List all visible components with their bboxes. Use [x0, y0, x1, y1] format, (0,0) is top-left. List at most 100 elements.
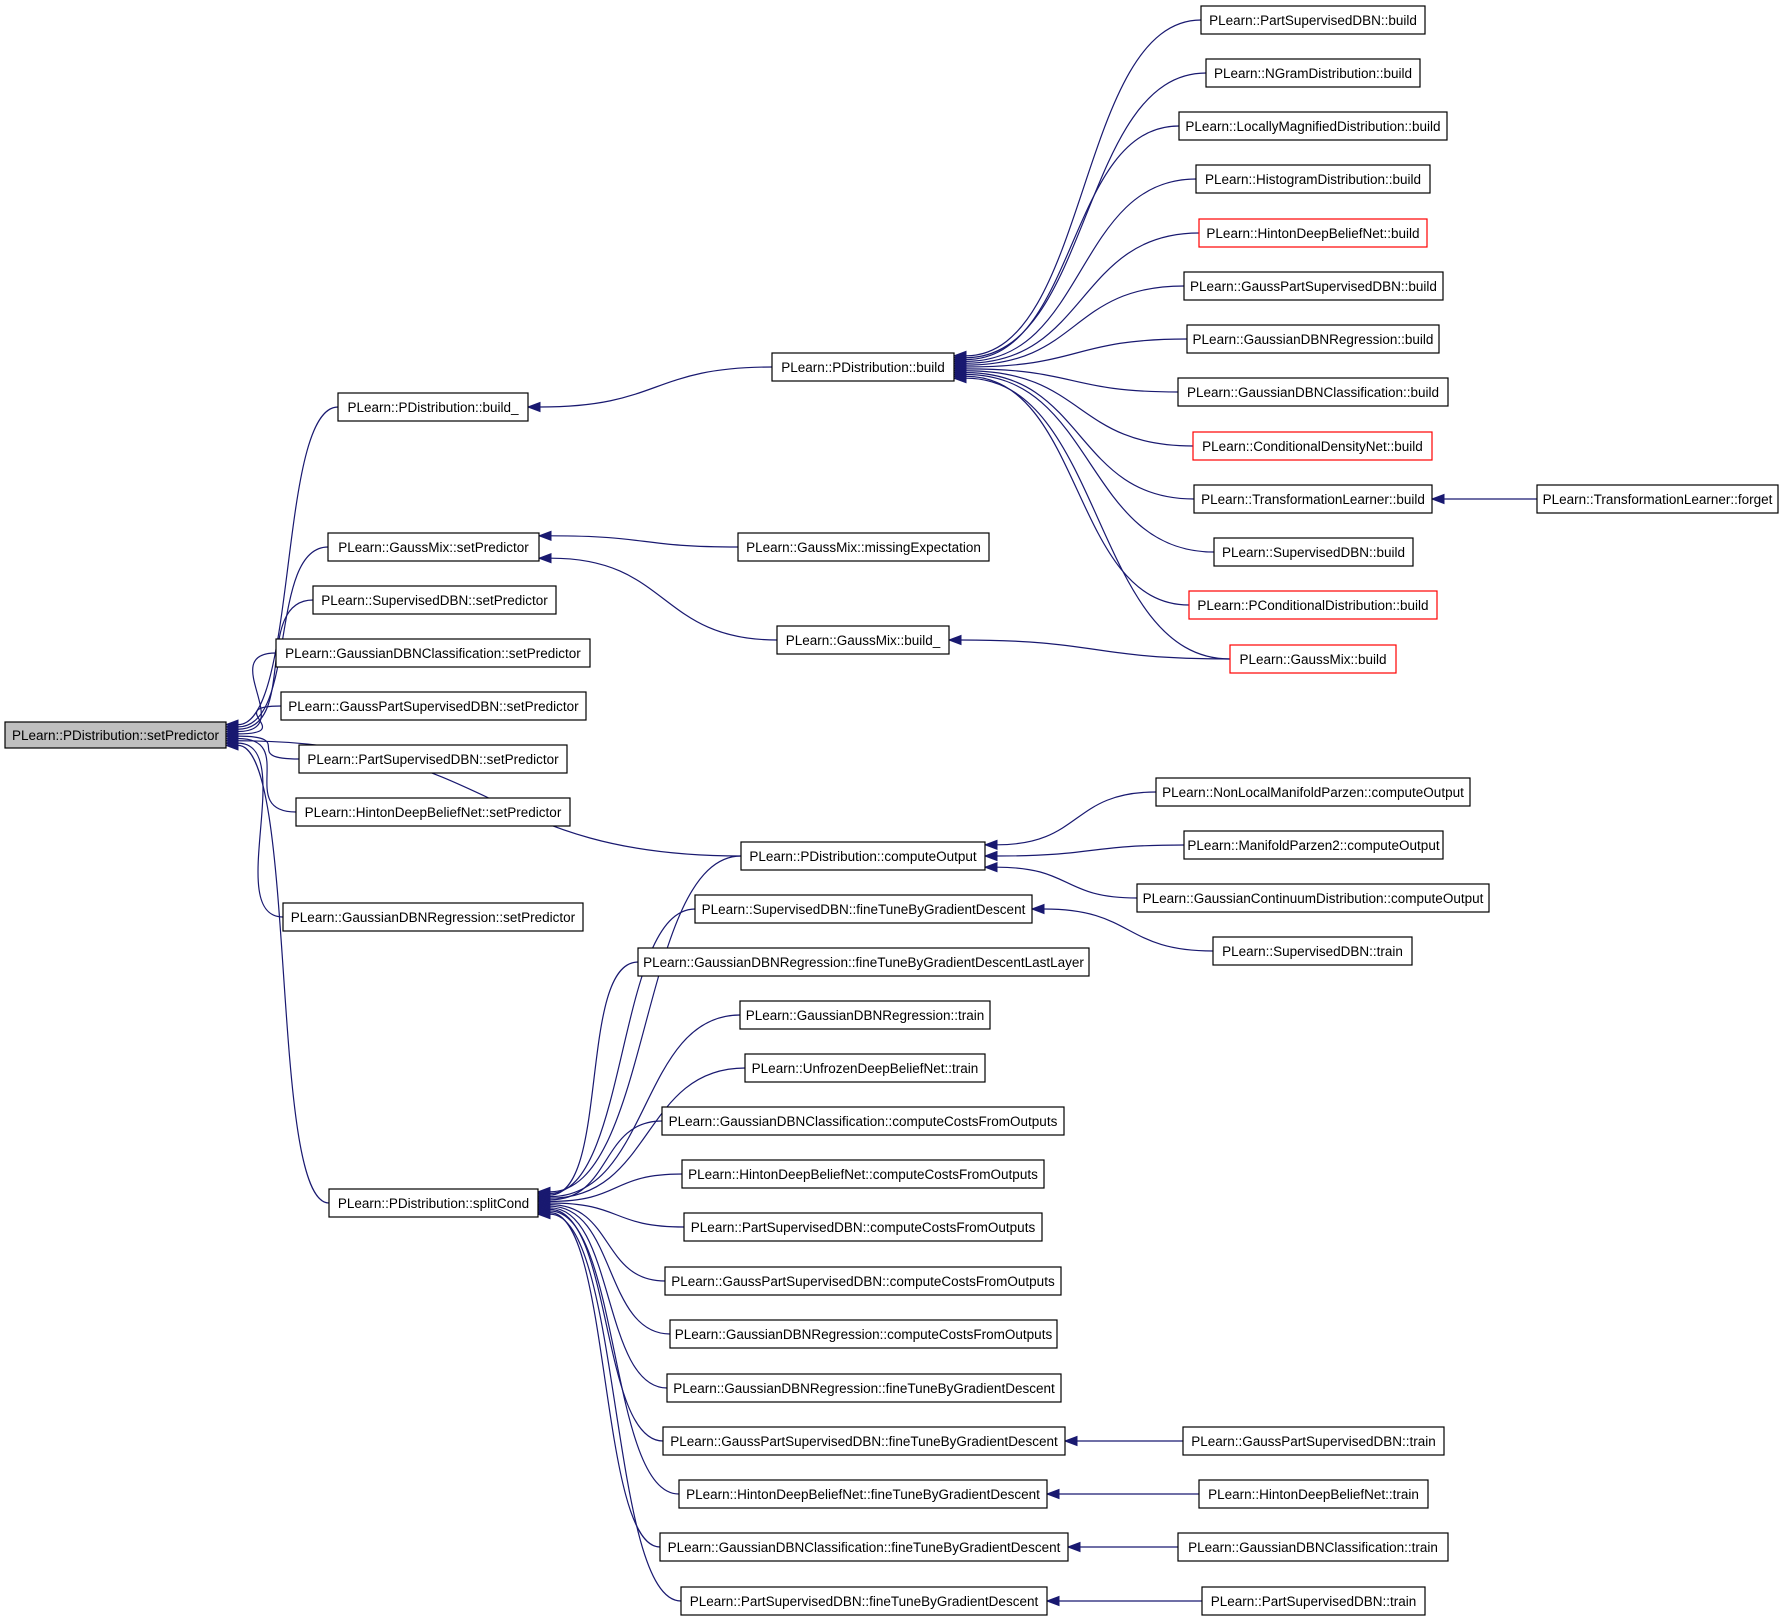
node-gdbnr-ftbgd[interactable]: PLearn::GaussianDBNRegression::fineTuneB… [666, 1373, 1062, 1403]
node-box [661, 1106, 1065, 1136]
edge-gdbnr-build-to-pd-build [965, 338, 1188, 368]
node-label: PLearn::GaussMix::setPredictor [338, 540, 529, 555]
node-lmd-build[interactable]: PLearn::LocallyMagnifiedDistribution::bu… [1178, 111, 1448, 141]
node-gm-setPred[interactable]: PLearn::GaussMix::setPredictor [327, 532, 540, 562]
node-tl-forget[interactable]: PLearn::TransformationLearner::forget [1536, 484, 1779, 514]
node-gdbnc-build[interactable]: PLearn::GaussianDBNClassification::build [1177, 377, 1449, 407]
node-gpsdbn-ccfo[interactable]: PLearn::GaussPartSupervisedDBN::computeC… [664, 1266, 1062, 1296]
edge-ngram-build-to-pd-build [965, 72, 1207, 359]
node-label: PLearn::GaussianDBNRegression::fineTuneB… [643, 955, 1084, 970]
node-gm-missExp[interactable]: PLearn::GaussMix::missingExpectation [737, 532, 990, 562]
node-box [1178, 111, 1448, 141]
node-box [1201, 1586, 1426, 1616]
node-label: PLearn::GaussMix::missingExpectation [746, 540, 981, 555]
node-udbn-train[interactable]: PLearn::UnfrozenDeepBeliefNet::train [744, 1053, 986, 1083]
node-label: PLearn::PartSupervisedDBN::computeCostsF… [691, 1220, 1036, 1235]
node-box [681, 1159, 1045, 1189]
edge-sdbn-train-to-sdbn-ftbgd [1043, 908, 1214, 952]
node-label: PLearn::GaussPartSupervisedDBN::train [1191, 1434, 1436, 1449]
node-box [1183, 271, 1444, 301]
node-sdbn-train[interactable]: PLearn::SupervisedDBN::train [1212, 936, 1413, 966]
node-psdbn-setPred[interactable]: PLearn::PartSupervisedDBN::setPredictor [298, 744, 568, 774]
node-gdbnr-ccfo[interactable]: PLearn::GaussianDBNRegression::computeCo… [669, 1319, 1058, 1349]
arrowhead-psdbn-train-to-psdbn-ftbgd [1045, 1595, 1060, 1607]
node-pd-splitCond[interactable]: PLearn::PDistribution::splitCond [328, 1188, 539, 1218]
node-box [1200, 5, 1426, 35]
edge-hist-build-to-pd-build [965, 178, 1197, 362]
node-hdbn-train[interactable]: PLearn::HintonDeepBeliefNet::train [1198, 1479, 1429, 1509]
node-nlmp-compOut[interactable]: PLearn::NonLocalManifoldParzen::computeO… [1155, 777, 1471, 807]
node-box [664, 1266, 1062, 1296]
node-pcd-build[interactable]: PLearn::PConditionalDistribution::build [1188, 590, 1438, 620]
node-box [1212, 936, 1413, 966]
node-gpsdbn-setPred[interactable]: PLearn::GaussPartSupervisedDBN::setPredi… [280, 691, 587, 721]
node-gcd-compOut[interactable]: PLearn::GaussianContinuumDistribution::c… [1136, 883, 1490, 913]
node-sdbn-ftbgd[interactable]: PLearn::SupervisedDBN::fineTuneByGradien… [694, 894, 1033, 924]
node-gdbnc-ccfo[interactable]: PLearn::GaussianDBNClassification::compu… [661, 1106, 1065, 1136]
node-label: PLearn::PDistribution::computeOutput [749, 849, 977, 864]
node-box [295, 797, 571, 827]
node-box [312, 585, 557, 615]
node-label: PLearn::SupervisedDBN::fineTuneByGradien… [702, 902, 1026, 917]
node-label: PLearn::GaussMix::build [1239, 652, 1386, 667]
node-gdbnc-ftbgd[interactable]: PLearn::GaussianDBNClassification::fineT… [659, 1532, 1069, 1562]
node-box [280, 691, 587, 721]
node-gdbnr-setPred[interactable]: PLearn::GaussianDBNRegression::setPredic… [282, 902, 584, 932]
node-label: PLearn::PDistribution::build [781, 360, 945, 375]
edge-pd-build--to-root [237, 406, 339, 726]
node-gm-build[interactable]: PLearn::GaussMix::build [1229, 644, 1397, 674]
node-box [1136, 883, 1490, 913]
edge-gdbnc-ftbgd-to-pd-splitCond [549, 1212, 661, 1548]
node-pd-compOut[interactable]: PLearn::PDistribution::computeOutput [740, 841, 986, 871]
node-box [1193, 484, 1433, 514]
node-gdbnc-train[interactable]: PLearn::GaussianDBNClassification::train [1177, 1532, 1449, 1562]
node-gdbnc-setPred[interactable]: PLearn::GaussianDBNClassification::setPr… [275, 638, 591, 668]
node-label: PLearn::GaussianDBNClassification::build [1187, 385, 1439, 400]
node-hist-build[interactable]: PLearn::HistogramDistribution::build [1195, 164, 1431, 194]
edge-psdbn-setPred-to-root [237, 735, 300, 760]
edge-gdbnc-ccfo-to-pd-splitCond [549, 1120, 663, 1201]
node-gm-build-[interactable]: PLearn::GaussMix::build_ [776, 625, 950, 655]
edge-gm-build--to-gm-setPred [550, 557, 778, 641]
node-mp2-compOut[interactable]: PLearn::ManifoldParzen2::computeOutput [1183, 830, 1444, 860]
arrowhead-nlmp-compOut-to-pd-compOut [983, 839, 998, 851]
node-sdbn-setPred[interactable]: PLearn::SupervisedDBN::setPredictor [312, 585, 557, 615]
node-root[interactable]: PLearn::PDistribution::setPredictor [4, 721, 227, 749]
node-pd-build[interactable]: PLearn::PDistribution::build [771, 352, 955, 382]
node-psdbn-train[interactable]: PLearn::PartSupervisedDBN::train [1201, 1586, 1426, 1616]
node-hdbn-ccfo[interactable]: PLearn::HintonDeepBeliefNet::computeCost… [681, 1159, 1045, 1189]
node-hdbn-ftbgd[interactable]: PLearn::HintonDeepBeliefNet::fineTuneByG… [678, 1479, 1048, 1509]
node-box [327, 532, 540, 562]
node-label: PLearn::HintonDeepBeliefNet::setPredicto… [305, 805, 562, 820]
node-psdbn-ftbgd[interactable]: PLearn::PartSupervisedDBN::fineTuneByGra… [680, 1586, 1048, 1616]
edge-mp2-compOut-to-pd-compOut [996, 844, 1185, 857]
node-label: PLearn::PartSupervisedDBN::setPredictor [307, 752, 559, 767]
node-box [1229, 644, 1397, 674]
node-label: PLearn::NonLocalManifoldParzen::computeO… [1162, 785, 1464, 800]
node-gdbnr-train[interactable]: PLearn::GaussianDBNRegression::train [739, 1000, 991, 1030]
node-box [666, 1373, 1062, 1403]
node-psdbn-build[interactable]: PLearn::PartSupervisedDBN::build [1200, 5, 1426, 35]
node-gpsdbn-train[interactable]: PLearn::GaussPartSupervisedDBN::train [1182, 1426, 1445, 1456]
node-hdbn-setPred[interactable]: PLearn::HintonDeepBeliefNet::setPredicto… [295, 797, 571, 827]
arrowhead-sdbn-train-to-sdbn-ftbgd [1030, 903, 1045, 915]
node-cdn-build[interactable]: PLearn::ConditionalDensityNet::build [1192, 431, 1433, 461]
node-gdbnr-ftbgdll[interactable]: PLearn::GaussianDBNRegression::fineTuneB… [637, 947, 1090, 977]
arrowhead-gm-missExp-to-gm-setPred [537, 530, 552, 542]
node-gdbnr-build[interactable]: PLearn::GaussianDBNRegression::build [1186, 324, 1440, 354]
node-ngram-build[interactable]: PLearn::NGramDistribution::build [1205, 58, 1421, 88]
node-psdbn-ccfo[interactable]: PLearn::PartSupervisedDBN::computeCostsF… [683, 1212, 1043, 1242]
edge-gm-build-to-pd-build [965, 377, 1231, 660]
node-box [1198, 218, 1428, 248]
node-gpsdbn-build[interactable]: PLearn::GaussPartSupervisedDBN::build [1183, 271, 1444, 301]
node-sdbn-build[interactable]: PLearn::SupervisedDBN::build [1213, 537, 1414, 567]
edge-psdbn-ccfo-to-pd-splitCond [549, 1202, 685, 1228]
node-layer: PLearn::PDistribution::setPredictorPLear… [4, 5, 1779, 1616]
node-pd-build-[interactable]: PLearn::PDistribution::build_ [337, 392, 529, 422]
node-label: PLearn::HintonDeepBeliefNet::computeCost… [688, 1167, 1038, 1182]
node-gpsdbn-ftbgd[interactable]: PLearn::GaussPartSupervisedDBN::fineTune… [662, 1426, 1066, 1456]
node-hdbn-build[interactable]: PLearn::HintonDeepBeliefNet::build [1198, 218, 1428, 248]
node-box [298, 744, 568, 774]
node-tl-build[interactable]: PLearn::TransformationLearner::build [1193, 484, 1433, 514]
arrowhead-hdbn-train-to-hdbn-ftbgd [1045, 1488, 1060, 1500]
